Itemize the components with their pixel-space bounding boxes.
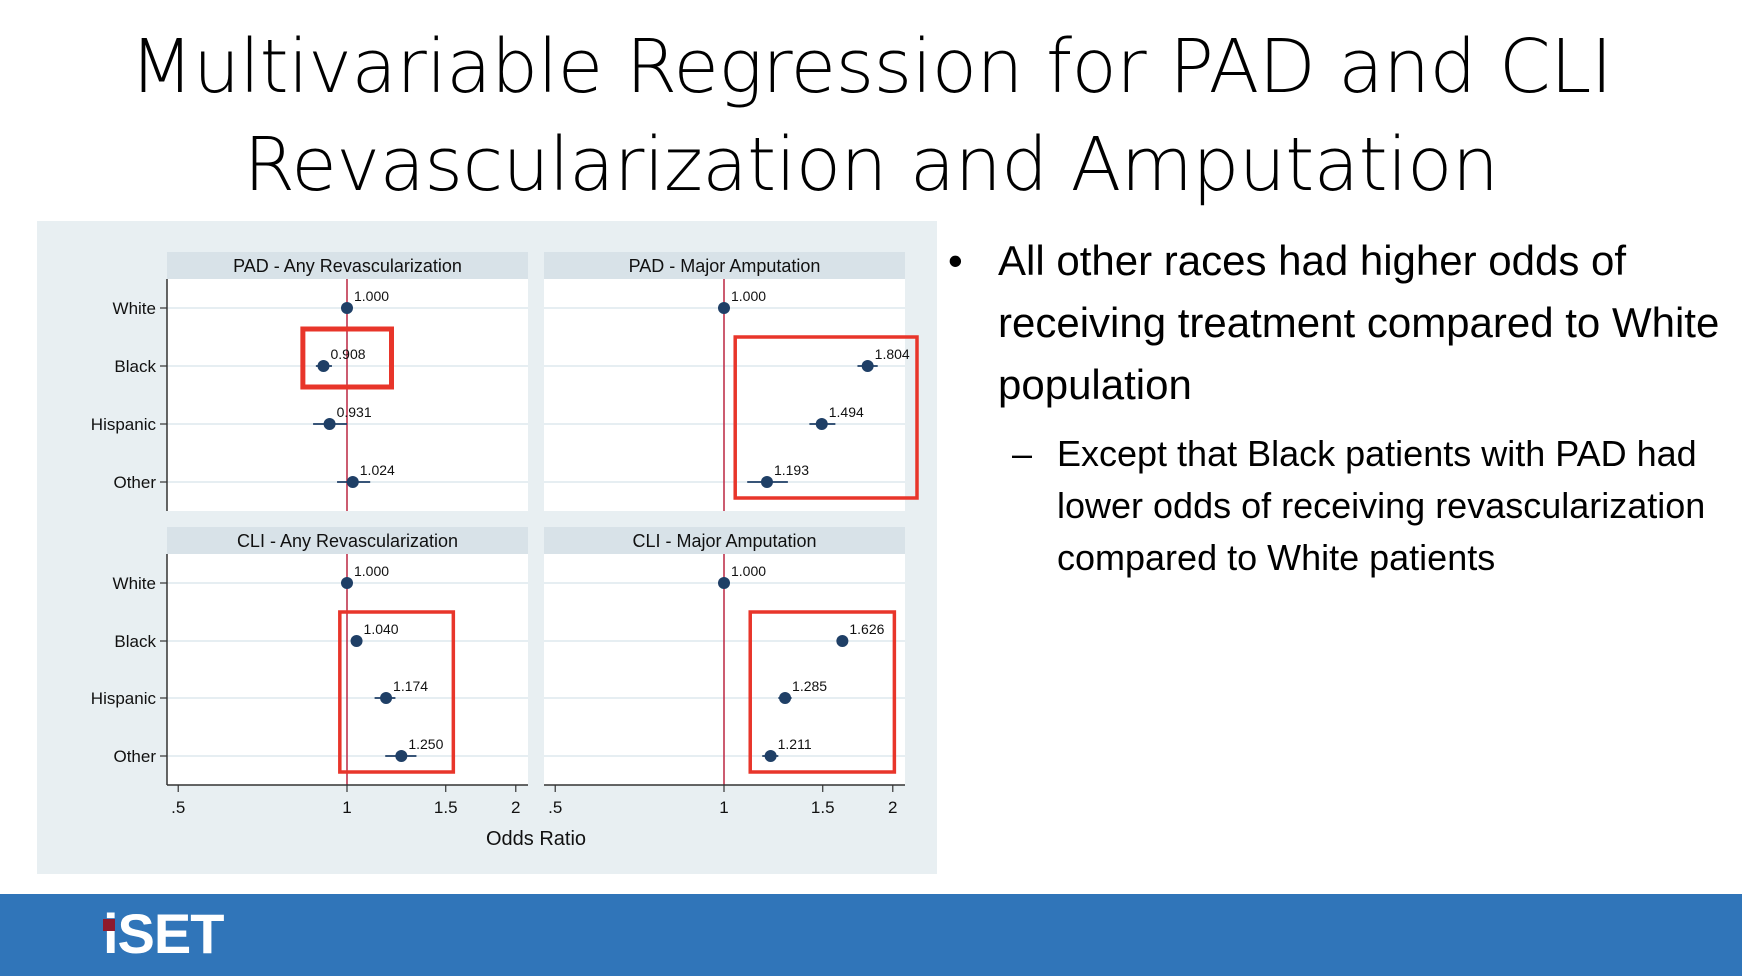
point-estimate-marker <box>861 360 874 372</box>
panel-cli-any-revascularization: CLI - Any RevascularizationWhiteBlackHis… <box>91 527 528 817</box>
x-axis-title: Odds Ratio <box>486 828 586 850</box>
point-estimate-marker <box>764 750 777 762</box>
point-estimate-label: 0.908 <box>330 346 365 362</box>
bullet-dot-icon: • <box>948 237 963 284</box>
panel-cli-major-amputation: CLI - Major Amputation .5 1 1.5 2 1.000 1.626 1… <box>544 527 905 817</box>
point-estimate-label: 1.000 <box>731 563 766 579</box>
slide-title-line-2: Revascularization and Amputation <box>243 122 1499 208</box>
panel-title: PAD - Any Revascularization <box>233 256 462 276</box>
x-tick-label: 1 <box>342 798 351 817</box>
point-estimate-marker <box>395 750 408 762</box>
point-estimate-marker <box>836 635 849 647</box>
point-estimate-marker <box>815 418 828 430</box>
highlight-box <box>748 610 897 774</box>
y-tick-label: Black <box>114 357 156 376</box>
point-estimate-label: 1.494 <box>829 404 864 420</box>
y-tick-label: Other <box>113 747 156 766</box>
panel-title: CLI - Any Revascularization <box>237 531 458 551</box>
point-estimate-label: 1.000 <box>731 288 766 304</box>
x-tick-label: 2 <box>888 798 897 817</box>
sub-bullet-text: Except that Black patients with PAD had … <box>1057 433 1706 578</box>
point-estimate-marker <box>346 476 359 488</box>
y-tick-label: Hispanic <box>91 415 157 434</box>
point-estimate-marker <box>760 476 773 488</box>
panel-pad-any-revascularization: PAD - Any RevascularizationWhiteBlackHis… <box>91 252 528 511</box>
x-tick-label: 1 <box>719 798 728 817</box>
bullet-dash-icon: – <box>1012 433 1033 474</box>
bullet-item-level-1: • All other races had higher odds of rec… <box>940 230 1740 416</box>
bullet-text: All other races had higher odds of recei… <box>998 237 1720 408</box>
x-tick-label: 2 <box>511 798 520 817</box>
point-estimate-marker <box>380 692 393 704</box>
point-estimate-marker <box>317 360 330 372</box>
x-tick-label: .5 <box>171 798 185 817</box>
x-tick-label: 1.5 <box>434 798 458 817</box>
panel-header <box>544 252 905 279</box>
highlight-box <box>338 610 456 774</box>
point-estimate-marker <box>323 418 336 430</box>
point-estimate-label: 1.250 <box>408 736 443 752</box>
highlight-box <box>733 335 919 500</box>
point-estimate-marker <box>341 577 353 589</box>
highlight-box <box>300 326 394 390</box>
point-estimate-label: 1.000 <box>354 563 389 579</box>
slide-title-line-1: Multivariable Regression for PAD and CLI <box>129 24 1613 110</box>
bullet-item-level-2: – Except that Black patients with PAD ha… <box>940 428 1740 584</box>
panel-title: PAD - Major Amputation <box>629 256 821 276</box>
point-estimate-label: 1.040 <box>364 621 399 637</box>
point-estimate-label: 1.211 <box>778 736 812 752</box>
panel-header <box>544 527 905 554</box>
footer-band: iSET <box>0 894 1742 976</box>
slide-title: Multivariable Regression for PAD and CLI… <box>0 18 1742 214</box>
y-tick-label: Other <box>113 473 156 492</box>
point-estimate-marker <box>350 635 363 647</box>
point-estimate-marker <box>718 302 730 314</box>
forest-plot-canvas: PAD - Any RevascularizationWhiteBlackHis… <box>91 252 919 850</box>
point-estimate-label: 1.024 <box>360 462 395 478</box>
y-tick-label: Hispanic <box>91 689 157 708</box>
point-estimate-marker <box>341 302 353 314</box>
bullet-list: • All other races had higher odds of rec… <box>940 230 1740 584</box>
x-tick-label: .5 <box>548 798 562 817</box>
logo-square-dot-icon <box>103 919 115 931</box>
point-estimate-label: 1.193 <box>774 462 809 478</box>
point-estimate-label: 0.931 <box>337 404 372 420</box>
panel-header <box>167 527 528 554</box>
panel-pad-major-amputation: PAD - Major Amputation 1.000 1.804 1.494 1.1… <box>544 252 919 511</box>
y-tick-label: Black <box>114 632 156 651</box>
point-estimate-label: 1.626 <box>849 621 884 637</box>
point-estimate-label: 1.285 <box>792 678 827 694</box>
point-estimate-label: 1.174 <box>393 678 428 694</box>
y-tick-label: White <box>113 299 156 318</box>
y-tick-label: White <box>113 574 156 593</box>
point-estimate-marker <box>779 692 792 704</box>
point-estimate-label: 1.804 <box>875 346 910 362</box>
point-estimate-label: 1.000 <box>354 288 389 304</box>
panel-title: CLI - Major Amputation <box>632 531 816 551</box>
x-tick-label: 1.5 <box>811 798 835 817</box>
point-estimate-marker <box>718 577 730 589</box>
logo-text: iSET <box>103 902 224 965</box>
panel-header <box>167 252 528 279</box>
